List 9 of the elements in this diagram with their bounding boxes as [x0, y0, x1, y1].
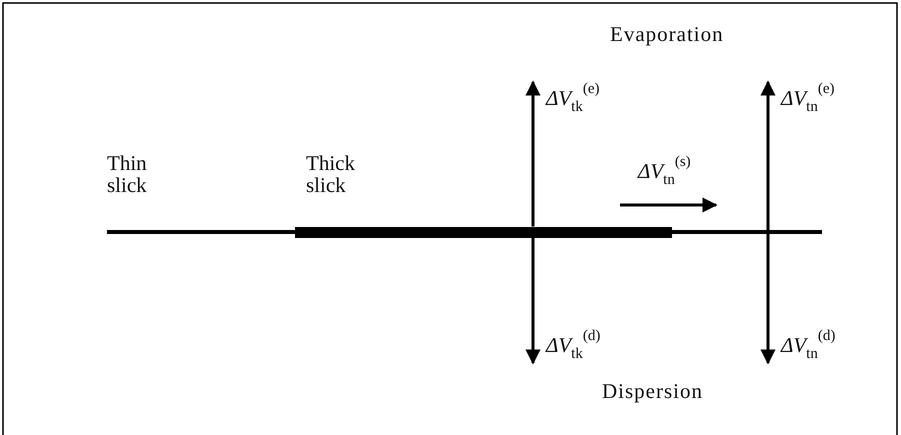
arrow — [760, 234, 776, 364]
region-label: Thin slick — [107, 152, 148, 196]
arrow — [760, 80, 776, 230]
arrow — [526, 80, 540, 226]
process-label: Dispersion — [602, 380, 703, 402]
arrow — [526, 238, 540, 364]
process-label: Evaporation — [610, 23, 724, 46]
thick-slick-bar — [295, 226, 672, 238]
region-label: Thick slick — [306, 152, 356, 196]
